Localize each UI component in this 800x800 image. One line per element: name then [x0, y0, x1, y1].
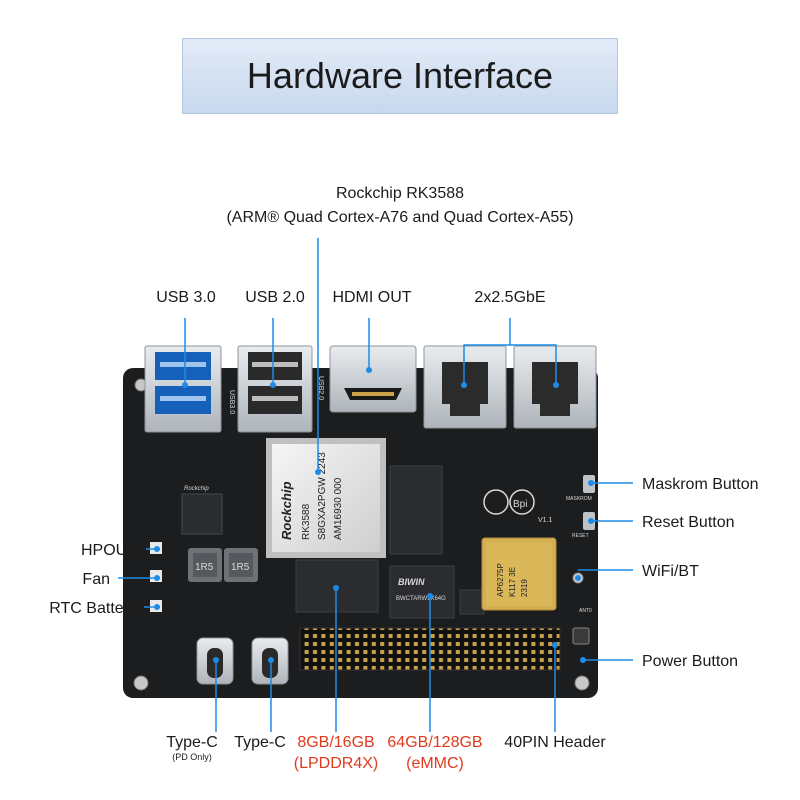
soc-name-label: Rockchip RK3588	[336, 185, 464, 202]
maskrom-leader-dot	[588, 480, 594, 486]
soc-chip-code: S8GXA2PGW 2243	[317, 452, 328, 540]
silk-reset: RESET	[572, 533, 589, 539]
usb30-port	[144, 345, 222, 433]
bpi-logo: Bpi	[513, 499, 527, 510]
reset-leader-dot	[588, 518, 594, 524]
pmic-brand: Rockchip	[184, 486, 209, 492]
bpi-logo-ring	[509, 489, 535, 515]
maskrom-label: Maskrom Button	[642, 476, 758, 493]
emmc-brand: BIWIN	[398, 577, 425, 587]
typec2-leader-dot	[268, 657, 274, 663]
wifi-module: AP6275P K117 3E 2319	[481, 537, 557, 611]
inductor-1: 1R5	[188, 548, 222, 582]
usb30-label: USB 3.0	[156, 289, 216, 306]
wifi-code: K117 3E	[508, 567, 517, 597]
rtc-leader-dot	[154, 604, 160, 610]
silk-maskrom: MASKROM	[566, 496, 592, 502]
page-title: Hardware Interface	[246, 55, 554, 96]
mount-hole	[574, 675, 590, 691]
hdmi-port	[329, 345, 417, 413]
silk-ant: ANT0	[579, 608, 592, 614]
power-switch	[572, 627, 590, 645]
title-banner: Hardware Interface	[182, 38, 618, 114]
inductor-2: 1R5	[224, 548, 258, 582]
soc-chip: Rockchip RK3588 S8GXA2PGW 2243 AM16930 0…	[266, 438, 386, 558]
ram-chip-upper	[389, 465, 443, 555]
ram-label: 8GB/16GB	[297, 734, 374, 751]
gbe-label: 2x2.5GbE	[474, 289, 545, 306]
emmc-part: BWCTARW1X64G	[396, 596, 446, 602]
fan-label: Fan	[82, 571, 110, 588]
reset-label: Reset Button	[642, 514, 735, 531]
gbe-leader-dot-2	[553, 382, 559, 388]
svg-text:1R5: 1R5	[231, 562, 250, 573]
usb20-port	[237, 345, 313, 433]
usb20-label: USB 2.0	[245, 289, 305, 306]
bpi-logo-ring	[483, 489, 509, 515]
soc-chip-brand: Rockchip	[279, 481, 294, 540]
wifi-part: AP6275P	[496, 563, 505, 597]
usb30-leader-dot	[182, 382, 188, 388]
mount-hole	[133, 675, 149, 691]
typec1-note: (PD Only)	[172, 752, 212, 762]
board-version: V1.1	[538, 517, 553, 524]
typec2-label: Type-C	[234, 734, 286, 751]
power-label: Power Button	[642, 653, 738, 670]
ram-leader-dot	[333, 585, 339, 591]
hdmi-leader-dot	[366, 367, 372, 373]
wifi-label: WiFi/BT	[642, 563, 699, 580]
rtc-label: RTC Battery	[49, 600, 137, 617]
emmc-type-label: (eMMC)	[406, 755, 464, 772]
gbe-leader-dot-1	[461, 382, 467, 388]
header-label: 40PIN Header	[504, 734, 606, 751]
emmc-leader-dot	[427, 593, 433, 599]
svg-text:1R5: 1R5	[195, 562, 214, 573]
soc-chip-model: RK3588	[301, 503, 312, 540]
emmc-label: 64GB/128GB	[387, 734, 482, 751]
soc-chip-lot: AM16930 000	[333, 477, 344, 540]
wifi-leader-dot	[575, 575, 581, 581]
silk-usb20: USB2.0	[317, 376, 324, 400]
emmc-chip: BIWIN BWCTARW1X64G	[389, 565, 455, 619]
hpout-label: HPOUT	[81, 542, 137, 559]
wifi-year: 2319	[520, 579, 529, 597]
ram-type-label: (LPDDR4X)	[294, 755, 378, 772]
typec1-leader-dot	[213, 657, 219, 663]
silk-usb30: USB3.0	[228, 390, 235, 414]
pmic-chip	[181, 493, 223, 535]
hpout-leader-dot	[154, 546, 160, 552]
hdmi-label: HDMI OUT	[332, 289, 411, 306]
soc-leader-dot	[315, 469, 321, 475]
typec1-label: Type-C	[166, 734, 218, 751]
usb20-leader-dot	[270, 382, 276, 388]
soc-desc-label: (ARM® Quad Cortex-A76 and Quad Cortex-A5…	[226, 209, 573, 226]
power-leader-dot	[580, 657, 586, 663]
fan-leader-dot	[154, 575, 160, 581]
gbe-leader-bracket	[463, 344, 557, 385]
aux-chip	[459, 589, 485, 615]
header-leader-dot	[552, 642, 558, 648]
